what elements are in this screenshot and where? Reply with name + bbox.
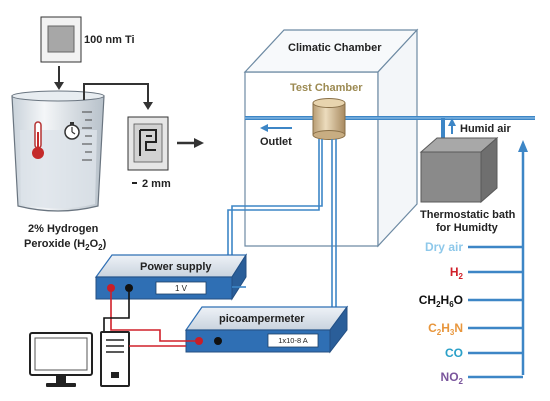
power-supply-label: Power supply [140,261,212,273]
arrow-to-beaker [54,66,64,90]
outlet-label: Outlet [260,136,292,148]
scale-bar: 2 mm [132,178,171,190]
power-supply [94,253,248,301]
humid-air-label: Humid air [460,123,511,135]
scale-label: 2 mm [142,178,171,190]
bath-label-line1: Thermostatic bath [420,209,516,221]
humid-air-arrow [448,118,456,134]
pico-terminal-red [195,337,203,345]
gas-lines [468,245,523,379]
pico-terminal-black [214,337,222,345]
picoampermeter [184,305,349,354]
gas-label: Dry air [425,240,463,254]
picoampermeter-label: picoampermeter [219,313,305,325]
climatic-chamber-label: Climatic Chamber [288,42,382,54]
peroxide-label-line1: 2% Hydrogen [28,223,99,235]
stopwatch-icon [64,122,80,140]
power-terminal-red [107,284,115,292]
peroxide-label-line2: Peroxide (H2O2) [24,238,107,252]
gas-label: H2 [450,265,464,281]
arrow-to-sensor [83,83,153,110]
test-chamber-label: Test Chamber [290,82,363,94]
arrow-to-chamber [177,138,204,148]
picoampermeter-display: 1x10-8 A [278,336,308,345]
computer-monitor-icon [29,332,93,387]
computer-tower-icon [100,331,130,387]
gas-label: CO [445,346,463,360]
gas-label: CH2H6O [419,293,463,309]
chamber-wires [227,139,337,318]
outlet-arrow [260,124,292,132]
test-chamber [312,98,346,140]
power-terminal-black [125,284,133,292]
gas-label: C2H3N [428,321,463,337]
ti-label: 100 nm Ti [84,34,135,46]
gas-label: NO2 [441,370,464,386]
thermometer-icon [32,121,44,159]
bath-label-line2: for Humidty [436,222,499,234]
thermostatic-bath [419,136,499,204]
power-supply-display: 1 V [175,284,188,293]
beaker [11,90,105,212]
sensor-chip [127,116,169,171]
gas-manifold [518,140,528,375]
ti-sample [40,16,82,63]
